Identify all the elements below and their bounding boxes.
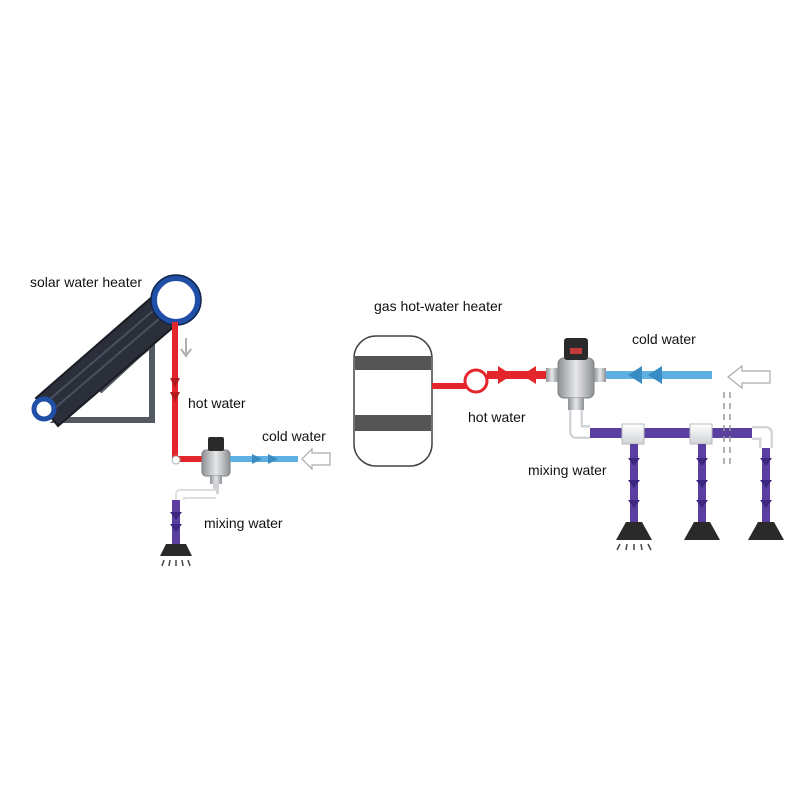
label-gas-hot-water-heater: gas hot-water heater — [374, 298, 503, 314]
tank-band — [355, 415, 431, 431]
flow-arrow-icon — [170, 524, 182, 532]
inlet-arrow-icon — [301, 447, 331, 471]
flow-arrow-icon — [170, 392, 180, 402]
hot-loop — [463, 368, 489, 394]
flow-arrow-icon — [760, 500, 772, 508]
thermostatic-valve-icon — [546, 338, 606, 410]
flow-arrow-icon — [628, 500, 640, 508]
flow-arrow-icon — [696, 458, 708, 466]
flow-arrow-icon — [170, 378, 180, 388]
valve-knob — [208, 437, 224, 451]
flow-arrow-icon — [760, 480, 772, 488]
flow-arrow-icon — [522, 366, 536, 384]
label-hot-water-right: hot water — [468, 409, 526, 425]
flow-arrow-icon — [648, 366, 662, 384]
flow-arrow-icon — [268, 454, 278, 464]
label-mixing-water-right: mixing water — [528, 462, 607, 478]
collector-tube — [41, 297, 169, 407]
flow-arrow-icon — [760, 458, 772, 466]
cold-pipe-right — [606, 364, 771, 390]
flow-arrow-icon — [252, 454, 262, 464]
cold-pipe-left — [230, 447, 331, 471]
label-cold-water-right: cold water — [632, 331, 696, 347]
collector-tank-ring — [151, 275, 201, 325]
flow-arrow-icon — [696, 500, 708, 508]
shower-head-icon — [160, 544, 192, 567]
mixing-pipe-left — [160, 482, 219, 567]
label-hot-water-left: hot water — [188, 395, 246, 411]
label-cold-water-left: cold water — [262, 428, 326, 444]
down-arrow-icon — [180, 338, 192, 358]
shower-head-icon — [684, 522, 720, 540]
collector-bottom-ring — [31, 396, 57, 422]
water-tank-icon — [353, 335, 433, 467]
hot-pipe-left — [170, 322, 208, 465]
tank-band — [355, 356, 431, 370]
flow-arrow-icon — [628, 480, 640, 488]
collector-tube — [47, 305, 175, 415]
flow-arrow-icon — [498, 366, 512, 384]
label-mixing-water-left: mixing water — [204, 515, 283, 531]
hot-pipe-right — [432, 366, 547, 394]
flow-arrow-icon — [628, 458, 640, 466]
thermostatic-valve-icon — [201, 437, 231, 484]
flow-arrow-icon — [628, 366, 642, 384]
shower-head-icon — [748, 522, 784, 540]
flow-arrow-icon — [170, 512, 182, 520]
shower-head-icon — [616, 522, 652, 551]
solar-collector-icon — [31, 274, 202, 428]
mixing-pipe-right — [569, 392, 784, 551]
flow-arrow-icon — [696, 480, 708, 488]
inlet-arrow-icon — [727, 364, 771, 390]
label-solar-water-heater: solar water heater — [30, 274, 143, 290]
